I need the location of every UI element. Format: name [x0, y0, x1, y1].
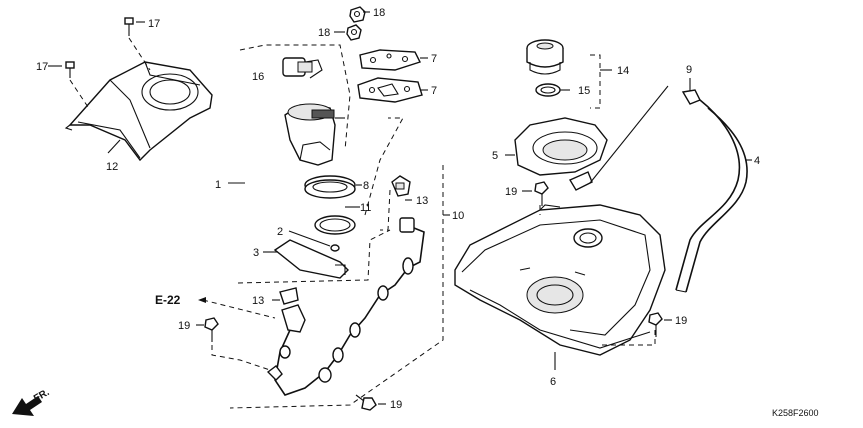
callout-10: 10 — [452, 210, 464, 222]
fuel-tank-part-6[interactable] — [454, 204, 666, 356]
callout-5: 5 — [492, 150, 498, 162]
callout-4: 4 — [754, 155, 760, 167]
nut-part-18-mid[interactable] — [346, 24, 362, 41]
bolt-19-left[interactable] — [204, 317, 219, 342]
group-bracket-pump — [239, 44, 351, 151]
callout-6: 6 — [550, 376, 556, 388]
front-direction-arrow-icon — [12, 396, 42, 416]
fuel-cap[interactable] — [526, 39, 564, 75]
callout-18b: 18 — [318, 27, 330, 39]
callout-7a: 7 — [431, 53, 437, 65]
callout-18a: 18 — [373, 7, 385, 19]
callout-19d: 19 — [675, 315, 687, 327]
callout-9: 9 — [686, 64, 692, 76]
leader-e22 — [202, 299, 276, 319]
bolt-17-top[interactable] — [124, 17, 134, 36]
fuel-pump-body[interactable] — [284, 103, 345, 166]
callout-19b: 19 — [390, 399, 402, 411]
callout-17b: 17 — [36, 61, 48, 73]
plate-part-3[interactable] — [273, 239, 349, 279]
gasket-part-7-lower[interactable] — [357, 77, 423, 103]
leader-17-top — [128, 37, 151, 71]
group-bracket-harness — [229, 165, 444, 409]
packing-part-11[interactable] — [314, 215, 356, 235]
direction-label: FR. — [32, 387, 52, 405]
gasket-part-7-upper[interactable] — [359, 49, 421, 71]
diagram-code: K258F2600 — [772, 408, 819, 418]
callout-8: 8 — [363, 180, 369, 192]
filler-tray-part-5[interactable] — [514, 117, 608, 191]
bolt-17-left[interactable] — [65, 61, 75, 78]
grommet-part-2[interactable] — [330, 244, 340, 252]
gasket-part-15[interactable] — [535, 83, 561, 97]
callout-19a: 19 — [178, 320, 190, 332]
leader-2 — [288, 230, 331, 247]
fuel-unit-part-16[interactable] — [282, 57, 323, 79]
callout-19c: 19 — [505, 186, 517, 198]
leader-17-left — [69, 79, 91, 111]
callout-7b: 7 — [431, 85, 437, 97]
bolt-19-bottom[interactable] — [355, 394, 377, 411]
callout-2: 2 — [277, 226, 283, 238]
leader-19a-dash — [211, 345, 271, 371]
arrow-e22-icon — [198, 297, 206, 303]
cover-part-12[interactable] — [64, 61, 213, 162]
callout-15: 15 — [578, 85, 590, 97]
group-bracket-pump-upper — [364, 117, 404, 216]
callout-3: 3 — [253, 247, 259, 259]
leader-12 — [107, 139, 121, 154]
bolt-19-right[interactable] — [648, 312, 663, 337]
reference-e22[interactable]: E-22 — [155, 293, 181, 307]
group-bracket-14 — [590, 54, 601, 109]
callout-13b: 13 — [252, 295, 264, 307]
bolt-19-center[interactable] — [534, 181, 549, 206]
leader-13a-dash — [380, 189, 391, 231]
tank-dash — [539, 205, 656, 346]
leader-9-line — [589, 85, 669, 184]
callout-13a: 13 — [416, 195, 428, 207]
connector-part-13-lower[interactable] — [279, 287, 306, 333]
group-bracket-pump-lower — [237, 229, 391, 284]
callout-1: 1 — [215, 179, 221, 191]
callout-17a: 17 — [148, 18, 160, 30]
callout-12: 12 — [106, 161, 118, 173]
ring-part-8[interactable] — [304, 175, 356, 199]
callout-16: 16 — [252, 71, 264, 83]
connector-part-13-upper[interactable] — [391, 175, 411, 197]
nut-part-18-top[interactable] — [349, 6, 366, 23]
callout-14: 14 — [617, 65, 629, 77]
callout-11: 11 — [360, 202, 371, 214]
wire-harness-part-10[interactable] — [266, 217, 425, 396]
drain-hose-part-4[interactable] — [675, 89, 748, 293]
